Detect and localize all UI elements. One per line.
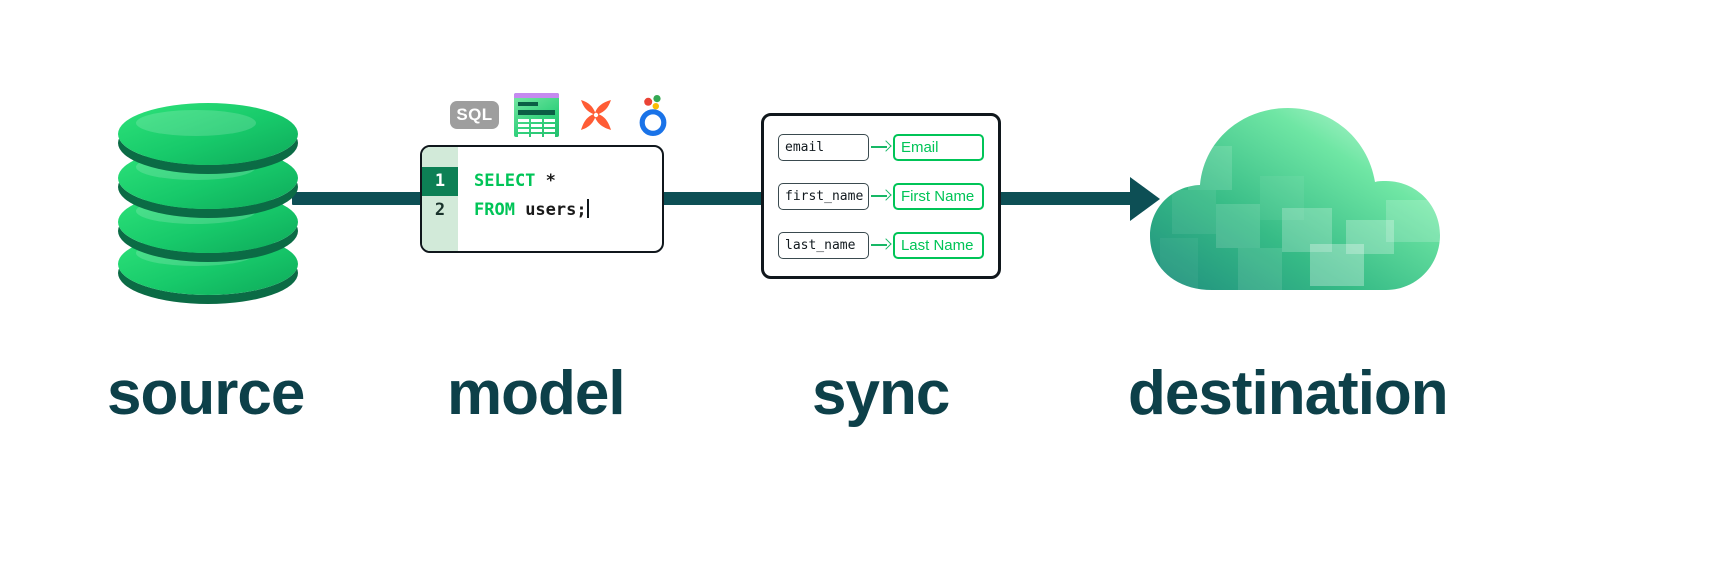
field-mapping-card[interactable]: email Email first_name First Name last_n… [761,113,1001,279]
gutter-line-number-2: 2 [434,200,446,220]
mapping-arrow-icon [869,238,893,252]
stage-label-destination: destination [1128,359,1449,428]
sql-line-1-rest: * [535,171,556,191]
connector-source-to-model [292,192,432,205]
cloud-icon [1150,108,1440,290]
stage-label-model: model [447,359,626,428]
database-cylinder-icon [118,103,306,295]
spreadsheet-icon [514,93,559,137]
sql-editor-card[interactable]: 1 2 SELECT * FROM users; [420,145,664,253]
stage-label-source: source [107,359,305,428]
sql-editor-gutter: 1 2 [422,147,458,251]
mapping-row[interactable]: last_name Last Name [778,230,984,260]
mapping-row[interactable]: email Email [778,132,984,162]
sql-keyword-select: SELECT [474,171,536,191]
sql-line-2-rest: users; [514,200,587,220]
source-field-last-name[interactable]: last_name [778,231,869,259]
model-tool-icons: SQL [450,92,673,138]
sql-keyword-from: FROM [474,200,515,220]
source-field-email[interactable]: email [778,133,869,161]
source-field-first-name[interactable]: first_name [778,182,869,210]
text-caret-icon [586,199,589,218]
destination-field-email[interactable]: Email [892,133,984,161]
sql-code-line-1: SELECT * [474,167,662,196]
gutter-line-number-1: 1 [422,167,458,196]
mapping-arrow-icon [869,189,893,203]
mapping-row[interactable]: first_name First Name [778,181,984,211]
destination-field-first-name[interactable]: First Name [892,182,984,210]
sql-editor-code[interactable]: SELECT * FROM users; [458,147,662,251]
arrow-head-icon [1130,177,1160,221]
looker-icon [639,95,667,136]
destination-field-last-name[interactable]: Last Name [892,231,984,259]
dbt-icon [581,100,611,130]
connector-model-to-sync [650,192,775,205]
sql-code-line-2: FROM users; [474,196,662,225]
stage-label-sync: sync [812,359,950,428]
mapping-arrow-icon [869,140,893,154]
connector-sync-to-destination [995,192,1145,205]
sql-icon: SQL [450,101,499,129]
